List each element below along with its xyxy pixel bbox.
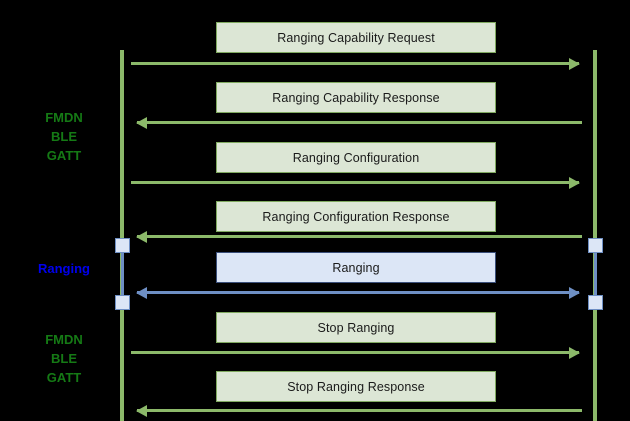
message-label: Ranging [332,260,380,275]
arrowhead-right-icon [569,346,580,359]
activation-box-right-start [588,238,603,253]
lifeline-left-ranging-segment [121,243,124,303]
lifeline-right [593,50,597,421]
activation-box-left-start [115,238,130,253]
phase-label-line: BLE [51,351,77,366]
message-label: Ranging Configuration Response [262,209,450,224]
activation-box-left-end [115,295,130,310]
arrow-shaft [131,351,579,354]
message-label: Ranging Capability Response [272,90,440,105]
arrow-shaft [137,291,579,294]
arrowhead-left-icon [136,286,147,299]
arrowhead-right-icon [569,57,580,70]
arrow-shaft [131,181,579,184]
phase-label-line: Ranging [38,261,90,276]
message-label: Ranging Capability Request [277,30,435,45]
arrowhead-left-icon [136,116,147,129]
arrow-shaft [137,409,582,412]
message-label: Ranging Configuration [292,150,420,165]
arrowhead-right-icon [569,286,580,299]
activation-box-right-end [588,295,603,310]
phase-label-ranging: Ranging [16,259,112,278]
arrowhead-left-icon [136,404,147,417]
phase-label-line: FMDN [45,110,83,125]
message-arrow-ranging-capability-request [131,57,580,70]
arrowhead-left-icon [136,230,147,243]
phase-label-fmdn-ble-gatt-bottom: FMDN BLE GATT [16,330,112,387]
message-arrow-stop-ranging-response [136,404,582,417]
phase-label-line: GATT [46,370,82,385]
message-box-stop-ranging[interactable]: Stop Ranging [216,312,496,343]
message-box-stop-ranging-response[interactable]: Stop Ranging Response [216,371,496,402]
phase-label-line: FMDN [45,332,83,347]
message-label: Stop Ranging [317,320,395,335]
lifeline-right-ranging-segment [594,243,597,303]
message-box-ranging-capability-request[interactable]: Ranging Capability Request [216,22,496,53]
arrow-shaft [137,121,582,124]
message-box-ranging-configuration[interactable]: Ranging Configuration [216,142,496,173]
message-arrow-ranging-configuration [131,176,580,189]
message-box-ranging[interactable]: Ranging [216,252,496,283]
lifeline-left [120,50,124,421]
message-box-ranging-capability-response[interactable]: Ranging Capability Response [216,82,496,113]
phase-label-fmdn-ble-gatt-top: FMDN BLE GATT [16,108,112,165]
phase-label-line: BLE [51,129,77,144]
arrow-shaft [131,62,579,65]
message-arrow-ranging-bidirectional [136,286,580,299]
arrowhead-right-icon [569,176,580,189]
message-arrow-ranging-capability-response [136,116,582,129]
arrow-shaft [137,235,582,238]
message-arrow-ranging-configuration-response [136,230,582,243]
message-box-ranging-configuration-response[interactable]: Ranging Configuration Response [216,201,496,232]
message-label: Stop Ranging Response [287,379,425,394]
message-arrow-stop-ranging [131,346,580,359]
phase-label-line: GATT [46,148,82,163]
